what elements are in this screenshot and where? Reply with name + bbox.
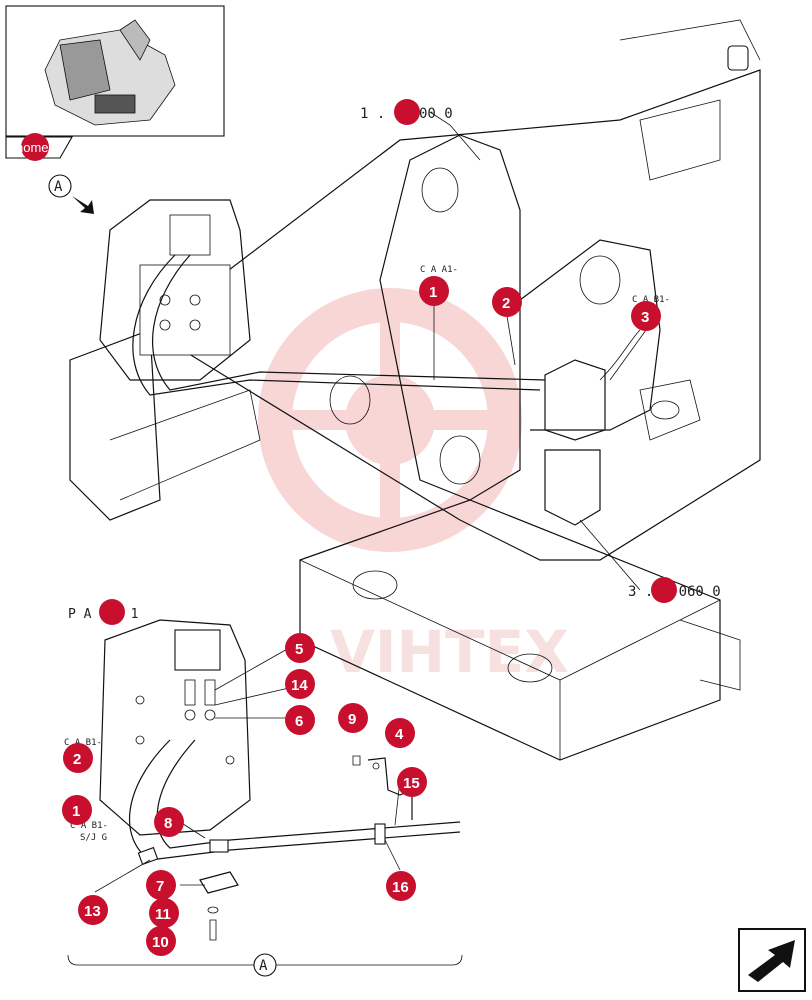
- svg-text:11: 11: [155, 906, 171, 923]
- home-label: home: [16, 140, 49, 155]
- detail-view-a: P A age 1: [64, 599, 463, 977]
- page-ref-marker: [99, 599, 125, 625]
- svg-text:2: 2: [73, 751, 81, 768]
- callout-10[interactable]: 10: [146, 926, 176, 956]
- svg-text:3: 3: [641, 309, 649, 326]
- svg-text:6: 6: [295, 713, 303, 730]
- svg-text:8: 8: [164, 815, 172, 832]
- callout-15[interactable]: 15: [397, 767, 427, 797]
- code-b1-bottom-label: C A B1-: [64, 738, 102, 748]
- callout-16[interactable]: 16: [386, 871, 416, 901]
- svg-text:A: A: [54, 179, 63, 195]
- callout-1-bottom[interactable]: 1: [62, 795, 92, 825]
- callout-7[interactable]: 7: [146, 870, 176, 900]
- svg-text:1: 1: [72, 803, 80, 820]
- svg-text:14: 14: [291, 677, 308, 694]
- callout-2-top[interactable]: 2: [492, 287, 522, 317]
- callout-4[interactable]: 4: [385, 718, 415, 748]
- svg-text:13: 13: [84, 903, 101, 920]
- watermark-text: VIHTEX: [330, 618, 569, 686]
- watermark: VIHTEX: [258, 288, 569, 686]
- callout-8[interactable]: 8: [154, 807, 184, 837]
- callout-5[interactable]: 5: [285, 633, 315, 663]
- callout-3-top[interactable]: 3: [631, 301, 661, 331]
- next-page-arrow-icon[interactable]: [738, 928, 806, 992]
- svg-text:10: 10: [152, 934, 169, 951]
- callout-6[interactable]: 6: [285, 705, 315, 735]
- view-direction-arrow-icon: [72, 196, 94, 214]
- callout-11[interactable]: 11: [149, 898, 179, 928]
- view-a-marker: A: [48, 174, 94, 214]
- view-a-bottom-label: A: [259, 958, 268, 974]
- code-a1-label: C A A1-: [420, 265, 458, 275]
- code-b1-top-label: C A B1-: [632, 295, 670, 305]
- home-tab[interactable]: home: [5, 133, 73, 161]
- svg-text:16: 16: [392, 879, 409, 896]
- svg-text:2: 2: [502, 295, 510, 312]
- svg-text:1: 1: [429, 284, 437, 301]
- callout-1-top[interactable]: 1: [419, 276, 449, 306]
- code-a1-bottom-label: C A B1-: [70, 821, 108, 831]
- ref-top-marker: [394, 99, 420, 125]
- svg-text:15: 15: [403, 775, 420, 792]
- ref-bottom-marker: [651, 577, 677, 603]
- callout-14[interactable]: 14: [285, 669, 315, 699]
- callout-9[interactable]: 9: [338, 703, 368, 733]
- svg-text:7: 7: [156, 878, 164, 895]
- svg-text:4: 4: [395, 726, 404, 743]
- thumbnail-frame: [5, 5, 225, 137]
- svg-text:5: 5: [295, 641, 303, 658]
- callout-2-bottom[interactable]: 2: [63, 743, 93, 773]
- code-sjg-label: S/J G: [80, 833, 107, 843]
- svg-text:9: 9: [348, 711, 356, 728]
- callout-13[interactable]: 13: [78, 895, 108, 925]
- main-frame-drawing: [69, 19, 761, 761]
